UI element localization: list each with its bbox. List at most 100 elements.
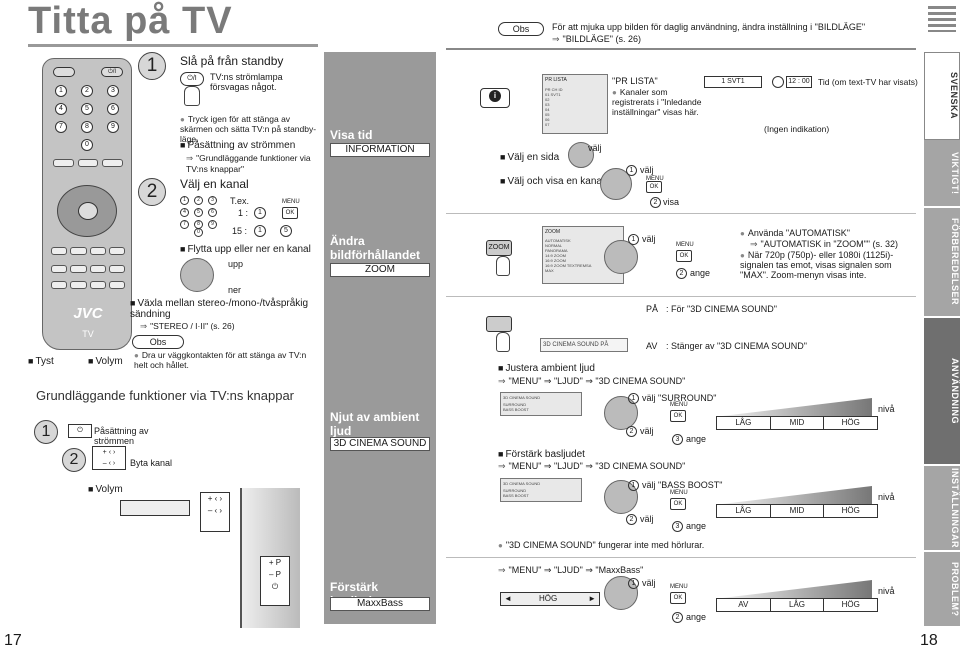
stereo-heading: Växla mellan stereo-/mono-/tvåspråkig sä… bbox=[130, 298, 315, 320]
top-rule bbox=[446, 48, 916, 50]
zoom-screen-title: ZOOM bbox=[545, 229, 560, 235]
info-pad-b bbox=[600, 168, 632, 200]
cinema-onoff-screen: 3D CINEMA SOUND PÅ bbox=[540, 338, 628, 352]
move-heading: Flytta upp eller ner en kanal bbox=[180, 244, 310, 255]
example-key-5: 5 bbox=[280, 225, 292, 237]
level-high: HÖG bbox=[824, 505, 878, 517]
tab-anvandning: ANVÄNDNING bbox=[924, 318, 960, 466]
valj-label-a: välj bbox=[588, 143, 602, 153]
tab-svenska: SVENSKA bbox=[924, 52, 960, 140]
mute-label: Tyst bbox=[28, 356, 53, 367]
remote-button-row bbox=[53, 159, 124, 167]
level-low: LÅG bbox=[770, 599, 825, 611]
example-1: 1 : bbox=[238, 208, 249, 218]
cinema-box: 3D CINEMA SOUND bbox=[330, 437, 430, 451]
mini-keypad: 1 2 3 4 5 6 7 8 9 bbox=[180, 196, 224, 234]
top-obs-text: För att mjuka upp bilden för daglig anvä… bbox=[552, 22, 866, 32]
level-mid: MID bbox=[770, 505, 825, 517]
num-key-5: 5 bbox=[81, 103, 93, 115]
remote-tv-label: TV bbox=[82, 329, 94, 339]
keypad-key: 1 bbox=[180, 196, 189, 205]
tv-step-1: 1 bbox=[34, 420, 58, 444]
remote-control: ⏻/I 1 2 3 4 5 6 7 8 9 0 JVC TV bbox=[42, 58, 132, 350]
cinema-remote-button bbox=[486, 316, 512, 332]
tab-installningar: INSTÄLLNINGAR bbox=[924, 466, 960, 552]
zoom-hand-icon bbox=[496, 256, 510, 276]
surround-ok-button: OK bbox=[670, 410, 686, 422]
num-key-9: 9 bbox=[107, 121, 119, 133]
zoom-valj: välj bbox=[642, 234, 656, 244]
remote-power-button: ⏻/I bbox=[101, 67, 123, 77]
top-obs-ref: "BILDLÄGE" (s. 26) bbox=[552, 34, 641, 45]
tv-channel-label: Byta kanal bbox=[130, 458, 173, 468]
bass-screen-row: BASS BOOST bbox=[503, 493, 529, 498]
bass-level-bar: LÅG MID HÖG bbox=[716, 504, 878, 518]
zoom-screen-item: PANORAMA bbox=[545, 248, 568, 253]
step2-number: 2 bbox=[138, 178, 166, 206]
maxx-level-wedge bbox=[722, 580, 872, 598]
page-number-right: 18 bbox=[920, 632, 938, 649]
remote-volume-label: Volym bbox=[88, 356, 122, 367]
channel-title: Välj en kanal bbox=[180, 177, 249, 191]
zoom-screen-item: 16:9 ZOOM bbox=[545, 258, 566, 263]
bass-step-2: 2 bbox=[626, 514, 637, 525]
surround-screen: 3D CINEMA SOUND SURROUND BASS BOOST bbox=[500, 392, 582, 416]
step1-title: Slå på från standby bbox=[180, 54, 284, 68]
step2-ok-button: OK bbox=[282, 207, 298, 219]
tv-power-label: Påsättning av strömmen bbox=[94, 426, 149, 446]
zoom-ok-button: OK bbox=[676, 250, 692, 262]
num-key-6: 6 bbox=[107, 103, 119, 115]
select-show-label: Välj och visa en kanal bbox=[500, 176, 604, 187]
example-key-1b: 1 bbox=[254, 225, 266, 237]
zoom-box: ZOOM bbox=[330, 263, 430, 277]
info-step-2: 2 bbox=[650, 197, 661, 208]
zoom-screen-item: MAX bbox=[545, 268, 554, 273]
tab-problem: PROBLEM? bbox=[924, 552, 960, 628]
level-mid: MID bbox=[770, 417, 825, 429]
select-bass: välj "BASS BOOST" bbox=[642, 480, 723, 490]
surround-screen-row: BASS BOOST bbox=[503, 407, 529, 412]
surround-screen-row: SURROUND bbox=[503, 402, 527, 407]
level-high: HÖG bbox=[824, 599, 878, 611]
surround-menu-label: MENU bbox=[670, 402, 688, 408]
step2-menu-label: MENU bbox=[282, 199, 300, 205]
obs-left-text: Dra ur väggkontakten för att stänga av T… bbox=[134, 350, 320, 370]
remote-dpad bbox=[57, 185, 117, 237]
surround-step-1: 1 bbox=[628, 393, 639, 404]
example-15: 15 : bbox=[232, 226, 248, 236]
keypad-key: 3 bbox=[208, 196, 217, 205]
maxxbass-box: MaxxBass bbox=[330, 597, 430, 611]
zoom-tip-1: Använda "AUTOMATISK" bbox=[740, 228, 850, 238]
level-low: LÅG bbox=[717, 417, 771, 429]
tab-viktigt: VIKTIGT! bbox=[924, 140, 960, 208]
surround-level-wedge bbox=[722, 398, 872, 416]
keypad-key: 7 bbox=[180, 220, 189, 229]
av-label: AV bbox=[646, 341, 658, 351]
zoom-menu-label: MENU bbox=[676, 242, 694, 248]
bass-screen-row: SURROUND bbox=[503, 488, 527, 493]
tv-side-buttons: + ‹ ›– ‹ › bbox=[200, 492, 230, 532]
surround-niva: nivå bbox=[878, 404, 895, 414]
zoom-tip-2: När 720p (750p)- eller 1080i (1125i)-sig… bbox=[740, 250, 910, 280]
surround-ange: ange bbox=[686, 434, 707, 444]
select-page-label: Välj en sida bbox=[500, 152, 559, 163]
surround-level-bar: LÅG MID HÖG bbox=[716, 416, 878, 430]
zoom-divider bbox=[446, 296, 916, 297]
bass-step-3: 3 bbox=[672, 521, 683, 532]
num-key-2: 2 bbox=[81, 85, 93, 97]
clock-icon bbox=[772, 76, 784, 88]
information-box: INFORMATION bbox=[330, 143, 430, 157]
standby-tip: Tryck igen för att stänga av skärmen och… bbox=[180, 114, 320, 144]
example-key-1: 1 bbox=[254, 207, 266, 219]
down-label: ner bbox=[228, 285, 242, 295]
keypad-key: 5 bbox=[194, 208, 203, 217]
tv-side-diagram bbox=[120, 500, 190, 516]
obs-left-badge: Obs bbox=[132, 335, 184, 349]
pr-lista-title: "PR LISTA" bbox=[612, 76, 658, 86]
no-indication: (Ingen indikation) bbox=[764, 124, 830, 134]
keypad-key: 4 bbox=[180, 208, 189, 217]
level-high: HÖG bbox=[824, 417, 878, 429]
pr-lista-text: Kanaler som registrerats i "Inledande in… bbox=[612, 87, 704, 117]
zoom-screen-item: 14:9 ZOOM bbox=[545, 253, 566, 258]
